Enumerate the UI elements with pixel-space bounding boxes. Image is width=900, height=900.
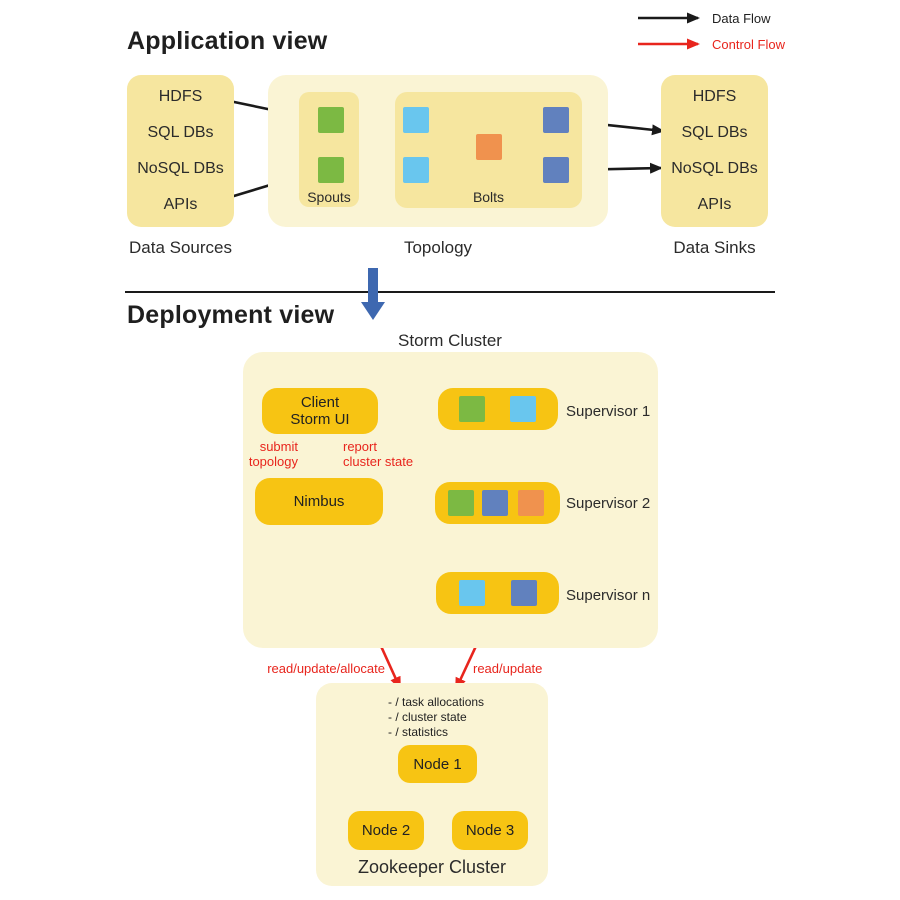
client-storm-ui-node: Client Storm UI: [262, 388, 378, 434]
data-source-hdfs: HDFS: [158, 88, 203, 105]
data-source-sqldbs: SQL DBs: [147, 124, 214, 141]
spout1-icon: [318, 107, 344, 133]
data-source-nosqldbs: NoSQL DBs: [137, 160, 224, 177]
legend-control-flow-label: Control Flow: [712, 37, 785, 52]
znode-task-allocations: - / task allocations: [388, 695, 485, 709]
legend-data-flow-label: Data Flow: [712, 11, 771, 26]
zookeeper-node1: Node 1: [398, 745, 477, 783]
data-sinks-panel: [661, 75, 768, 227]
supervisor-n-label: Supervisor n: [566, 587, 651, 604]
zookeeper-cluster-panel: [316, 683, 548, 886]
bolt-blue1-icon: [543, 107, 569, 133]
data-sink-apis: APIs: [697, 196, 732, 213]
read-update-allocate-label: read/update/allocate: [267, 661, 385, 676]
supervisor2-bolt-blue-icon: [482, 490, 508, 516]
data-sink-sqldbs: SQL DBs: [681, 124, 748, 141]
zookeeper-node3: Node 3: [452, 811, 528, 850]
bolt-cyan1-icon: [403, 107, 429, 133]
supervisor1-node: [438, 388, 558, 430]
supervisor2-spout-icon: [448, 490, 474, 516]
nimbus-node: Nimbus: [255, 478, 383, 525]
supervisor-n-bolt-blue-icon: [511, 580, 537, 606]
supervisor2-label: Supervisor 2: [566, 495, 651, 512]
zookeeper-node2: Node 2: [348, 811, 424, 850]
data-sink-nosqldbs: NoSQL DBs: [671, 160, 758, 177]
application-view-title: Application view: [127, 27, 328, 55]
supervisor2-bolt-orange-icon: [518, 490, 544, 516]
topology-caption: Topology: [403, 238, 473, 257]
deployment-view-title: Deployment view: [127, 301, 335, 329]
submit-topology-label: submit topology: [248, 439, 298, 469]
read-update-label: read/update: [473, 661, 543, 676]
spouts-label: Spouts: [307, 189, 351, 205]
znode-statistics: - / statistics: [388, 725, 449, 739]
data-sink-hdfs: HDFS: [692, 88, 737, 105]
bolts-label: Bolts: [472, 189, 505, 205]
supervisor1-label: Supervisor 1: [566, 403, 651, 420]
spout2-icon: [318, 157, 344, 183]
section-down-arrow-icon: [361, 268, 385, 320]
znode-cluster-state: - / cluster state: [388, 710, 467, 724]
storm-cluster-caption: Storm Cluster: [398, 331, 502, 350]
bolt-cyan2-icon: [403, 157, 429, 183]
bolt-orange-icon: [476, 134, 502, 160]
data-sources-caption: Data Sources: [129, 238, 232, 257]
supervisor1-spout-icon: [459, 396, 485, 422]
data-sources-panel: [127, 75, 234, 227]
bolt-blue2-icon: [543, 157, 569, 183]
report-cluster-state-label: report cluster state: [343, 439, 414, 469]
supervisor-n-bolt-cyan-icon: [459, 580, 485, 606]
data-source-apis: APIs: [163, 196, 198, 213]
zookeeper-cluster-caption: Zookeeper Cluster: [357, 857, 507, 877]
supervisor1-bolt-cyan-icon: [510, 396, 536, 422]
data-sinks-caption: Data Sinks: [673, 238, 756, 257]
supervisor-n-node: [436, 572, 559, 614]
